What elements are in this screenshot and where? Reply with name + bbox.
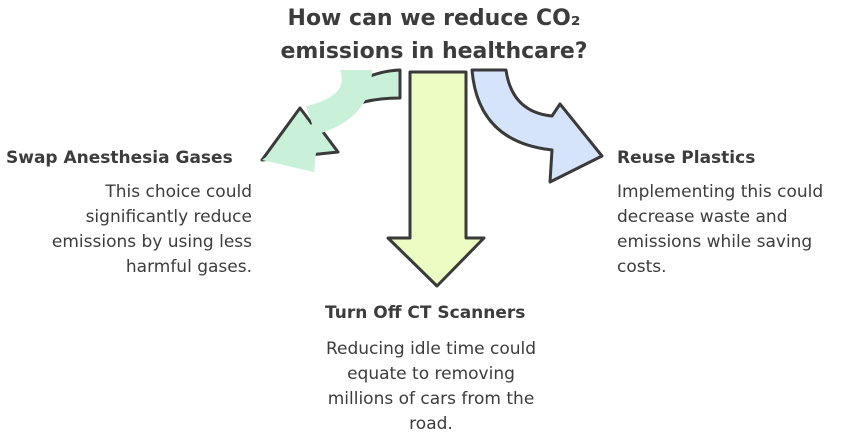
description-line: equate to removing <box>347 364 515 384</box>
description-line: emissions by using less <box>51 232 252 252</box>
description-line: Implementing this could <box>617 182 824 202</box>
option-description-swap-anesthesia-gases: This choice could significantly reduce e… <box>52 180 252 280</box>
description-line: emissions while saving <box>617 232 813 252</box>
description-line: Reducing idle time could <box>325 339 537 359</box>
description-line: decrease waste and <box>617 207 788 227</box>
option-title-reuse-plastics: Reuse Plastics <box>617 148 756 168</box>
description-line: costs. <box>617 257 667 277</box>
description-line: road. <box>409 414 453 434</box>
option-title-turn-off-ct-scanners: Turn Off CT Scanners <box>325 303 526 323</box>
title-line-1: How can we reduce CO₂ <box>287 6 581 31</box>
arrow-right <box>470 68 604 184</box>
description-line: harmful gases. <box>125 257 252 277</box>
title-line-2: emissions in healthcare? <box>280 39 588 64</box>
option-description-reuse-plastics: Implementing this could decrease waste a… <box>617 180 823 280</box>
arrow-left-body <box>262 70 372 172</box>
arrow-center <box>386 70 486 288</box>
description-line: significantly reduce <box>85 207 252 227</box>
option-title-swap-anesthesia-gases: Swap Anesthesia Gases <box>6 148 233 168</box>
option-description-turn-off-ct-scanners: Reducing idle time could equate to remov… <box>300 337 562 437</box>
description-line: This choice could <box>105 182 252 202</box>
diagram-title: How can we reduce CO₂ emissions in healt… <box>234 2 634 68</box>
description-line: millions of cars from the <box>327 389 535 409</box>
